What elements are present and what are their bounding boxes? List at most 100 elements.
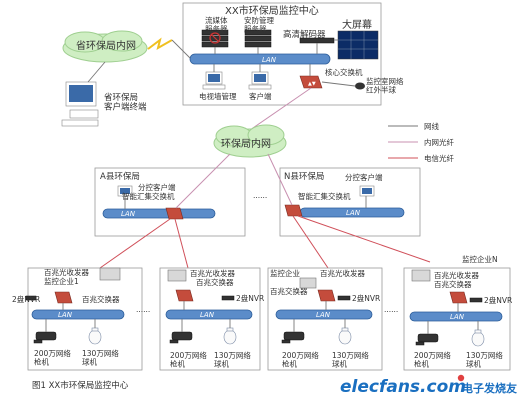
enterprise-2-transceiver: 百兆光收发器 (190, 268, 235, 278)
enterprise-ellipsis-2: ...... (384, 305, 398, 314)
figure-caption: 图1 XX市环保局监控中心 (32, 380, 129, 391)
big-screen-label: 大屏幕 (342, 18, 372, 31)
province-terminal-pc (61, 81, 99, 127)
enterprise-2-lan-label: LAN (200, 311, 215, 319)
intranet-cloud (213, 124, 287, 158)
enterprise-4-dome-camera (471, 329, 485, 347)
center-title: XX市环保局监控中心 (225, 4, 319, 17)
county-ellipsis: ...... (253, 191, 267, 200)
enterprise-3-nvr (337, 295, 351, 301)
elecfans-cn: 电子发烧友 (462, 381, 517, 395)
tv-wall-pc (202, 71, 226, 90)
enterprise-4-switch-label: 百兆交换器 (434, 279, 472, 289)
enterprise-4-lan-bar (409, 311, 503, 322)
enterprise-2-gun-label: 200万网络枪机 (170, 350, 207, 368)
center-box (182, 2, 382, 106)
enterprise-4-lan-label: LAN (450, 313, 465, 321)
province-terminal-label: 省环保局客户端终端 (104, 92, 147, 112)
county-a-switch (165, 207, 184, 220)
enterprise-2-switch (175, 289, 194, 302)
enterprise-2-nvr-label: 2盘NVR (236, 293, 264, 303)
lightning-icon (147, 37, 173, 51)
county-a-box (94, 167, 246, 237)
enterprise-1-switch (54, 291, 73, 304)
county-a-lan-label: LAN (121, 210, 136, 218)
enterprise-2-transceiver-device (167, 269, 187, 282)
enterprise-4-nvr (469, 297, 483, 303)
county-n-title: N县环保局 (284, 171, 324, 182)
county-a-lan-bar (102, 208, 216, 219)
county-n-client-label: 分控客户端 (345, 172, 383, 182)
county-n-switch-label: 智能汇集交换机 (298, 191, 351, 201)
enterprise-1-gun-label: 200万网络枪机 (34, 348, 71, 366)
enterprise-1-dome-label: 130万网络球机 (82, 348, 119, 366)
enterprise-3-lan-bar (275, 309, 373, 320)
county-n-client-pc (359, 185, 375, 197)
center-lan-bar (189, 53, 331, 65)
enterprise-2-dome-camera (223, 327, 237, 345)
infrared-label: 监控室网络红外半球 (366, 76, 404, 94)
enterprise-ellipsis: ...... (136, 305, 150, 314)
enterprise-3-gun-label: 200万网络枪机 (282, 350, 319, 368)
county-a-title: A县环保局 (100, 171, 140, 182)
legend-net-label: 网线 (424, 121, 439, 131)
logo-dot-icon (457, 374, 465, 382)
enterprise-1: 百兆光收发器 监控企业1 百兆交换器 2盘NVR LAN 200万网络枪机 13… (12, 267, 143, 371)
county-n-box (279, 167, 421, 237)
enterprise-3-dome-camera (338, 327, 352, 345)
enterprise-3-lan-label: LAN (316, 311, 331, 319)
enterprise-4-nvr-label: 2盘NVR (484, 295, 512, 305)
county-n-switch (284, 204, 303, 217)
x-mark-icon (209, 32, 221, 44)
enterprise-3-transceiver-device (299, 277, 317, 289)
enterprise-4-transceiver: 百兆光收发器 (434, 270, 479, 280)
tv-wall-label: 电视墙管理 (199, 91, 237, 101)
enterprise-1-lan-bar (31, 309, 125, 320)
enterprise-1-dome-camera (88, 327, 102, 345)
enterprise-4: 监控企业N 百兆光收发器 百兆交换器 2盘NVR LAN 200万网络枪机 13… (403, 254, 512, 371)
enterprise-3-transceiver: 百兆光收发器 (320, 268, 365, 278)
enterprise-3-gun-camera (281, 331, 305, 344)
enterprise-3-dome-label: 130万网络球机 (332, 350, 369, 368)
enterprise-1-transceiver: 百兆光收发器 (44, 267, 89, 277)
enterprise-1-switch-label: 百兆交换器 (82, 294, 120, 304)
enterprise-2-lan-bar (165, 309, 253, 320)
enterprise-3: 监控企业 百兆光收发器 百兆交换器 2盘NVR LAN 200万网络枪机 130… (267, 267, 383, 371)
svg-text:▲▼: ▲▼ (308, 81, 316, 87)
enterprise-2: 百兆光收发器 百兆交换器 2盘NVR LAN 200万网络枪机 130万网络球机 (159, 267, 264, 371)
province-cloud (62, 30, 148, 63)
enterprise-3-switch-label: 百兆交换器 (270, 286, 308, 296)
enterprise-2-gun-camera (169, 331, 193, 344)
decoder-label: 高清解码器 (283, 29, 326, 40)
client-label: 客户端 (249, 91, 272, 101)
intranet-cloud-label: 环保局内网 (221, 137, 271, 150)
enterprise-4-dome-label: 130万网络球机 (466, 350, 503, 368)
enterprise-3-nvr-label: 2盘NVR (352, 293, 380, 303)
enterprise-3-name: 监控企业 (270, 268, 300, 278)
stream-server-label: 流媒体服务器 (205, 15, 228, 33)
core-switch-label: 核心交换机 (325, 67, 363, 77)
enterprise-2-switch-label: 百兆交换器 (196, 277, 234, 287)
enterprise-3-switch (317, 289, 336, 302)
county-n-lan-label: LAN (346, 209, 361, 217)
legend-fiber-in-label: 内网光纤 (424, 137, 454, 147)
transceiver-device (99, 267, 121, 281)
legend-fiber-tel-label: 电信光纤 (424, 153, 454, 163)
enterprise-2-dome-label: 130万网络球机 (214, 350, 251, 368)
core-switch: ▲▼ (299, 75, 323, 89)
infrared-dome-camera (355, 82, 365, 90)
enterprise-1-nvr-label: 2盘NVR (12, 294, 40, 304)
security-server-label: 安防管理服务器 (244, 15, 274, 33)
client-pc (248, 71, 272, 90)
enterprise-4-gun-label: 200万网络枪机 (414, 350, 451, 368)
big-screen (337, 30, 379, 60)
enterprise-1-lan-label: LAN (58, 311, 73, 319)
center-lan-label: LAN (262, 56, 277, 64)
enterprise-4-transceiver-device (411, 269, 431, 282)
elecfans-logo: elecfans.com 电子发烧友 (340, 374, 517, 397)
enterprise-1-nvr (25, 295, 37, 301)
province-cloud-label: 省环保局内网 (76, 39, 136, 52)
elecfans-brand: elecfans.com (340, 377, 466, 397)
county-a-switch-label: 智能汇集交换机 (122, 191, 175, 201)
